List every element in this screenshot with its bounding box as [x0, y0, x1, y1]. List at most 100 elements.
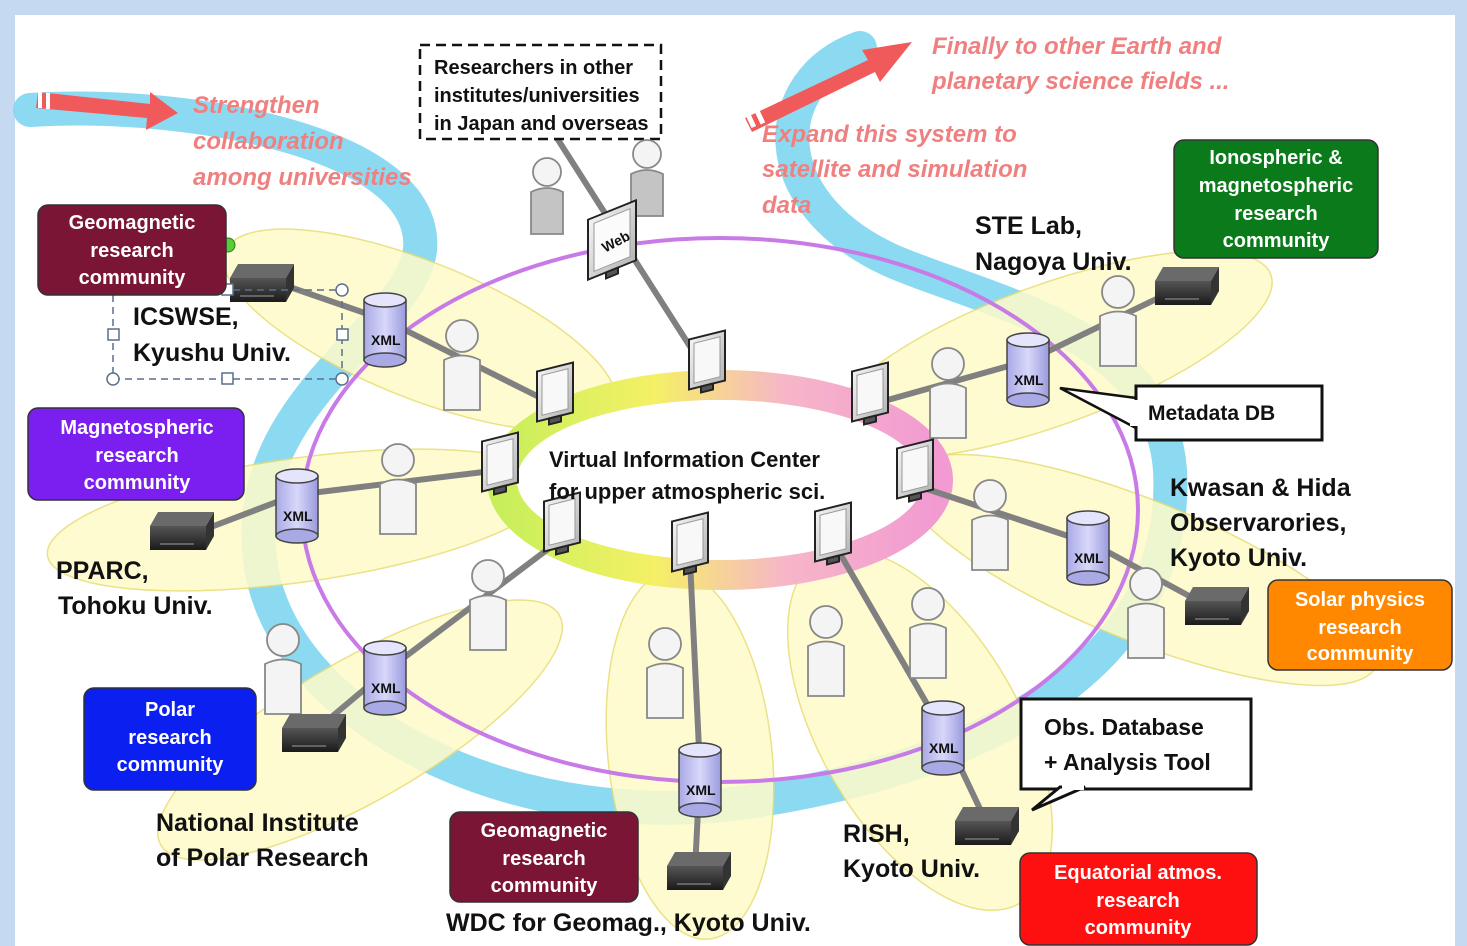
icswse-line2: Kyushu Univ.: [133, 339, 291, 367]
researchers-line2: institutes/universities: [434, 85, 640, 107]
ste-line2: Nagoya Univ.: [975, 248, 1132, 276]
virtual-center-label: Virtual Information Center for upper atm…: [549, 447, 825, 504]
server-icons: [150, 264, 1249, 890]
svg-text:Geomagnetic: Geomagnetic: [481, 820, 608, 842]
monitor-icon: [671, 511, 709, 576]
svg-text:XML: XML: [1074, 550, 1104, 566]
kwasan-line1: Kwasan & Hida: [1170, 474, 1352, 502]
xml-databases: XML XML XML XML XML XML XML: [275, 292, 1110, 818]
xml-database-icon: XML: [1066, 510, 1110, 586]
person-icon: [646, 627, 684, 719]
label-pparc: PPARC, Tohoku Univ.: [56, 557, 213, 620]
callout-expand-line1: Expand this system to: [762, 121, 1017, 148]
person-icons: [264, 139, 1165, 719]
person-icon: [929, 347, 967, 439]
svg-text:community: community: [1307, 643, 1415, 665]
community-geomagnetic-top: Geomagnetic research community: [37, 204, 227, 296]
server-icon: [667, 852, 731, 890]
kwasan-line2: Observarories,: [1170, 509, 1347, 537]
svg-text:community: community: [84, 472, 192, 494]
obs-database-callout: Obs. Database + Analysis Tool: [1019, 697, 1253, 812]
callout-finally-line2: planetary science fields ...: [931, 68, 1229, 95]
arrow-finally: [744, 42, 912, 132]
svg-text:XML: XML: [283, 508, 313, 524]
xml-database-icon: XML: [363, 292, 407, 368]
person-icon: [1127, 567, 1165, 659]
xml-database-icon: XML: [678, 742, 722, 818]
center-line2: for upper atmospheric sci.: [549, 479, 825, 504]
svg-text:community: community: [491, 875, 599, 897]
monitor-icon: [536, 361, 574, 426]
person-icon: [379, 443, 417, 535]
person-icon: [264, 623, 302, 715]
label-icswse: ICSWSE, Kyushu Univ.: [133, 303, 291, 367]
svg-text:Solar physics: Solar physics: [1295, 589, 1425, 611]
callout-expand: Expand this system to satellite and simu…: [762, 121, 1027, 219]
server-icon: [1185, 587, 1249, 625]
ste-line1: STE Lab,: [975, 212, 1082, 240]
researchers-line1: Researchers in other: [434, 57, 633, 79]
person-icon: [469, 559, 507, 651]
nipr-line1: National Institute: [156, 809, 359, 837]
label-ste: STE Lab, Nagoya Univ.: [975, 212, 1132, 276]
svg-text:research: research: [1318, 617, 1401, 639]
monitor-icon: [814, 501, 852, 566]
researchers-box: Researchers in other institutes/universi…: [418, 43, 663, 141]
center-line1: Virtual Information Center: [549, 447, 820, 472]
callout-strengthen-line2: collaboration: [193, 128, 344, 155]
svg-text:XML: XML: [929, 740, 959, 756]
person-icon: [807, 605, 845, 697]
label-wdc: WDC for Geomag., Kyoto Univ.: [446, 909, 811, 937]
community-geomagnetic-bottom: Geomagnetic research community: [449, 811, 639, 903]
monitor-icons: Web: [481, 198, 934, 576]
rish-line1: RISH,: [843, 820, 910, 848]
pparc-line2: Tohoku Univ.: [58, 592, 213, 620]
person-icon: [443, 319, 481, 411]
label-kwasan: Kwasan & Hida Observarories, Kyoto Univ.: [1170, 474, 1352, 572]
xml-database-icon: XML: [363, 640, 407, 716]
monitor-icon: [688, 329, 726, 394]
community-solar: Solar physics research community: [1267, 579, 1453, 671]
callout-strengthen: Strengthen collaboration among universit…: [193, 92, 412, 191]
svg-text:community: community: [1223, 230, 1331, 252]
svg-text:Geomagnetic: Geomagnetic: [69, 212, 196, 234]
community-polar: Polar research community: [83, 687, 257, 791]
person-icon: [630, 139, 664, 217]
community-equatorial: Equatorial atmos. research community: [1019, 852, 1258, 946]
callout-finally: Finally to other Earth and planetary sci…: [931, 33, 1229, 95]
svg-text:research: research: [502, 848, 585, 870]
person-icon: [909, 587, 947, 679]
svg-text:XML: XML: [1014, 372, 1044, 388]
callout-strengthen-line1: Strengthen: [193, 92, 320, 119]
metadata-db-label: Metadata DB: [1148, 402, 1275, 425]
svg-text:research: research: [128, 727, 211, 749]
community-magnetospheric: Magnetospheric research community: [27, 407, 245, 501]
label-rish: RISH, Kyoto Univ.: [843, 820, 980, 883]
person-icon: [1099, 275, 1137, 367]
callout-finally-line1: Finally to other Earth and: [932, 33, 1223, 60]
svg-text:Equatorial atmos.: Equatorial atmos.: [1054, 862, 1222, 884]
metadata-db-callout: Metadata DB: [1059, 384, 1324, 442]
pparc-line1: PPARC,: [56, 557, 149, 585]
svg-text:Ionospheric &: Ionospheric &: [1209, 147, 1342, 169]
svg-text:XML: XML: [686, 782, 716, 798]
xml-database-icon: XML: [921, 700, 965, 776]
monitor-icon: [896, 438, 934, 503]
svg-text:Magnetospheric: Magnetospheric: [60, 417, 213, 439]
obs-db-line2: + Analysis Tool: [1044, 749, 1211, 775]
svg-text:XML: XML: [371, 332, 401, 348]
label-nipr: National Institute of Polar Research: [156, 809, 369, 872]
svg-text:community: community: [79, 267, 187, 289]
server-icon: [282, 714, 346, 752]
svg-text:research: research: [1234, 203, 1317, 225]
community-ionospheric: Ionospheric & magnetospheric research co…: [1173, 139, 1379, 259]
person-icon: [971, 479, 1009, 571]
selection-frame[interactable]: [106, 237, 349, 386]
person-icon: [530, 157, 564, 235]
monitor-icon: [481, 431, 519, 496]
xml-database-icon: XML: [275, 468, 319, 544]
callout-expand-line2: satellite and simulation: [762, 156, 1027, 183]
svg-text:research: research: [1096, 890, 1179, 912]
